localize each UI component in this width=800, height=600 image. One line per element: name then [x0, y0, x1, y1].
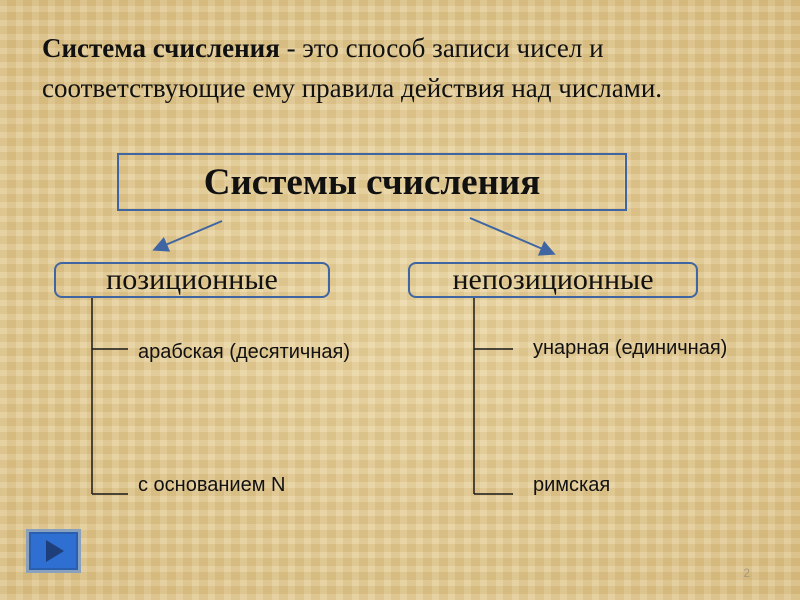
nonpositional-node-box: непозиционные	[408, 262, 698, 298]
leaf-roman: римская	[533, 474, 611, 496]
page-number: 2	[743, 566, 750, 580]
positional-node-label: позиционные	[106, 263, 278, 296]
leaf-base-n: с основанием N	[138, 474, 286, 496]
positional-node-box: позиционные	[54, 262, 330, 298]
arrow-to-positional	[152, 220, 223, 252]
definition-text: Система счисления - это способ записи чи…	[42, 28, 772, 108]
leaf-arabic: арабская (десятичная)	[138, 341, 350, 363]
next-slide-button[interactable]	[26, 529, 81, 573]
nonpositional-node-label: непозиционные	[452, 263, 654, 296]
definition-term: Система счисления	[42, 33, 280, 63]
play-triangle-icon	[45, 540, 64, 562]
leaf-unary: унарная (единичная)	[533, 337, 728, 359]
root-node-label: Системы счисления	[203, 161, 541, 203]
root-node-box: Системы счисления	[117, 153, 627, 211]
definition-body: - это способ записи чисел и соответствую…	[42, 33, 663, 103]
arrow-to-nonpositional	[469, 217, 556, 256]
